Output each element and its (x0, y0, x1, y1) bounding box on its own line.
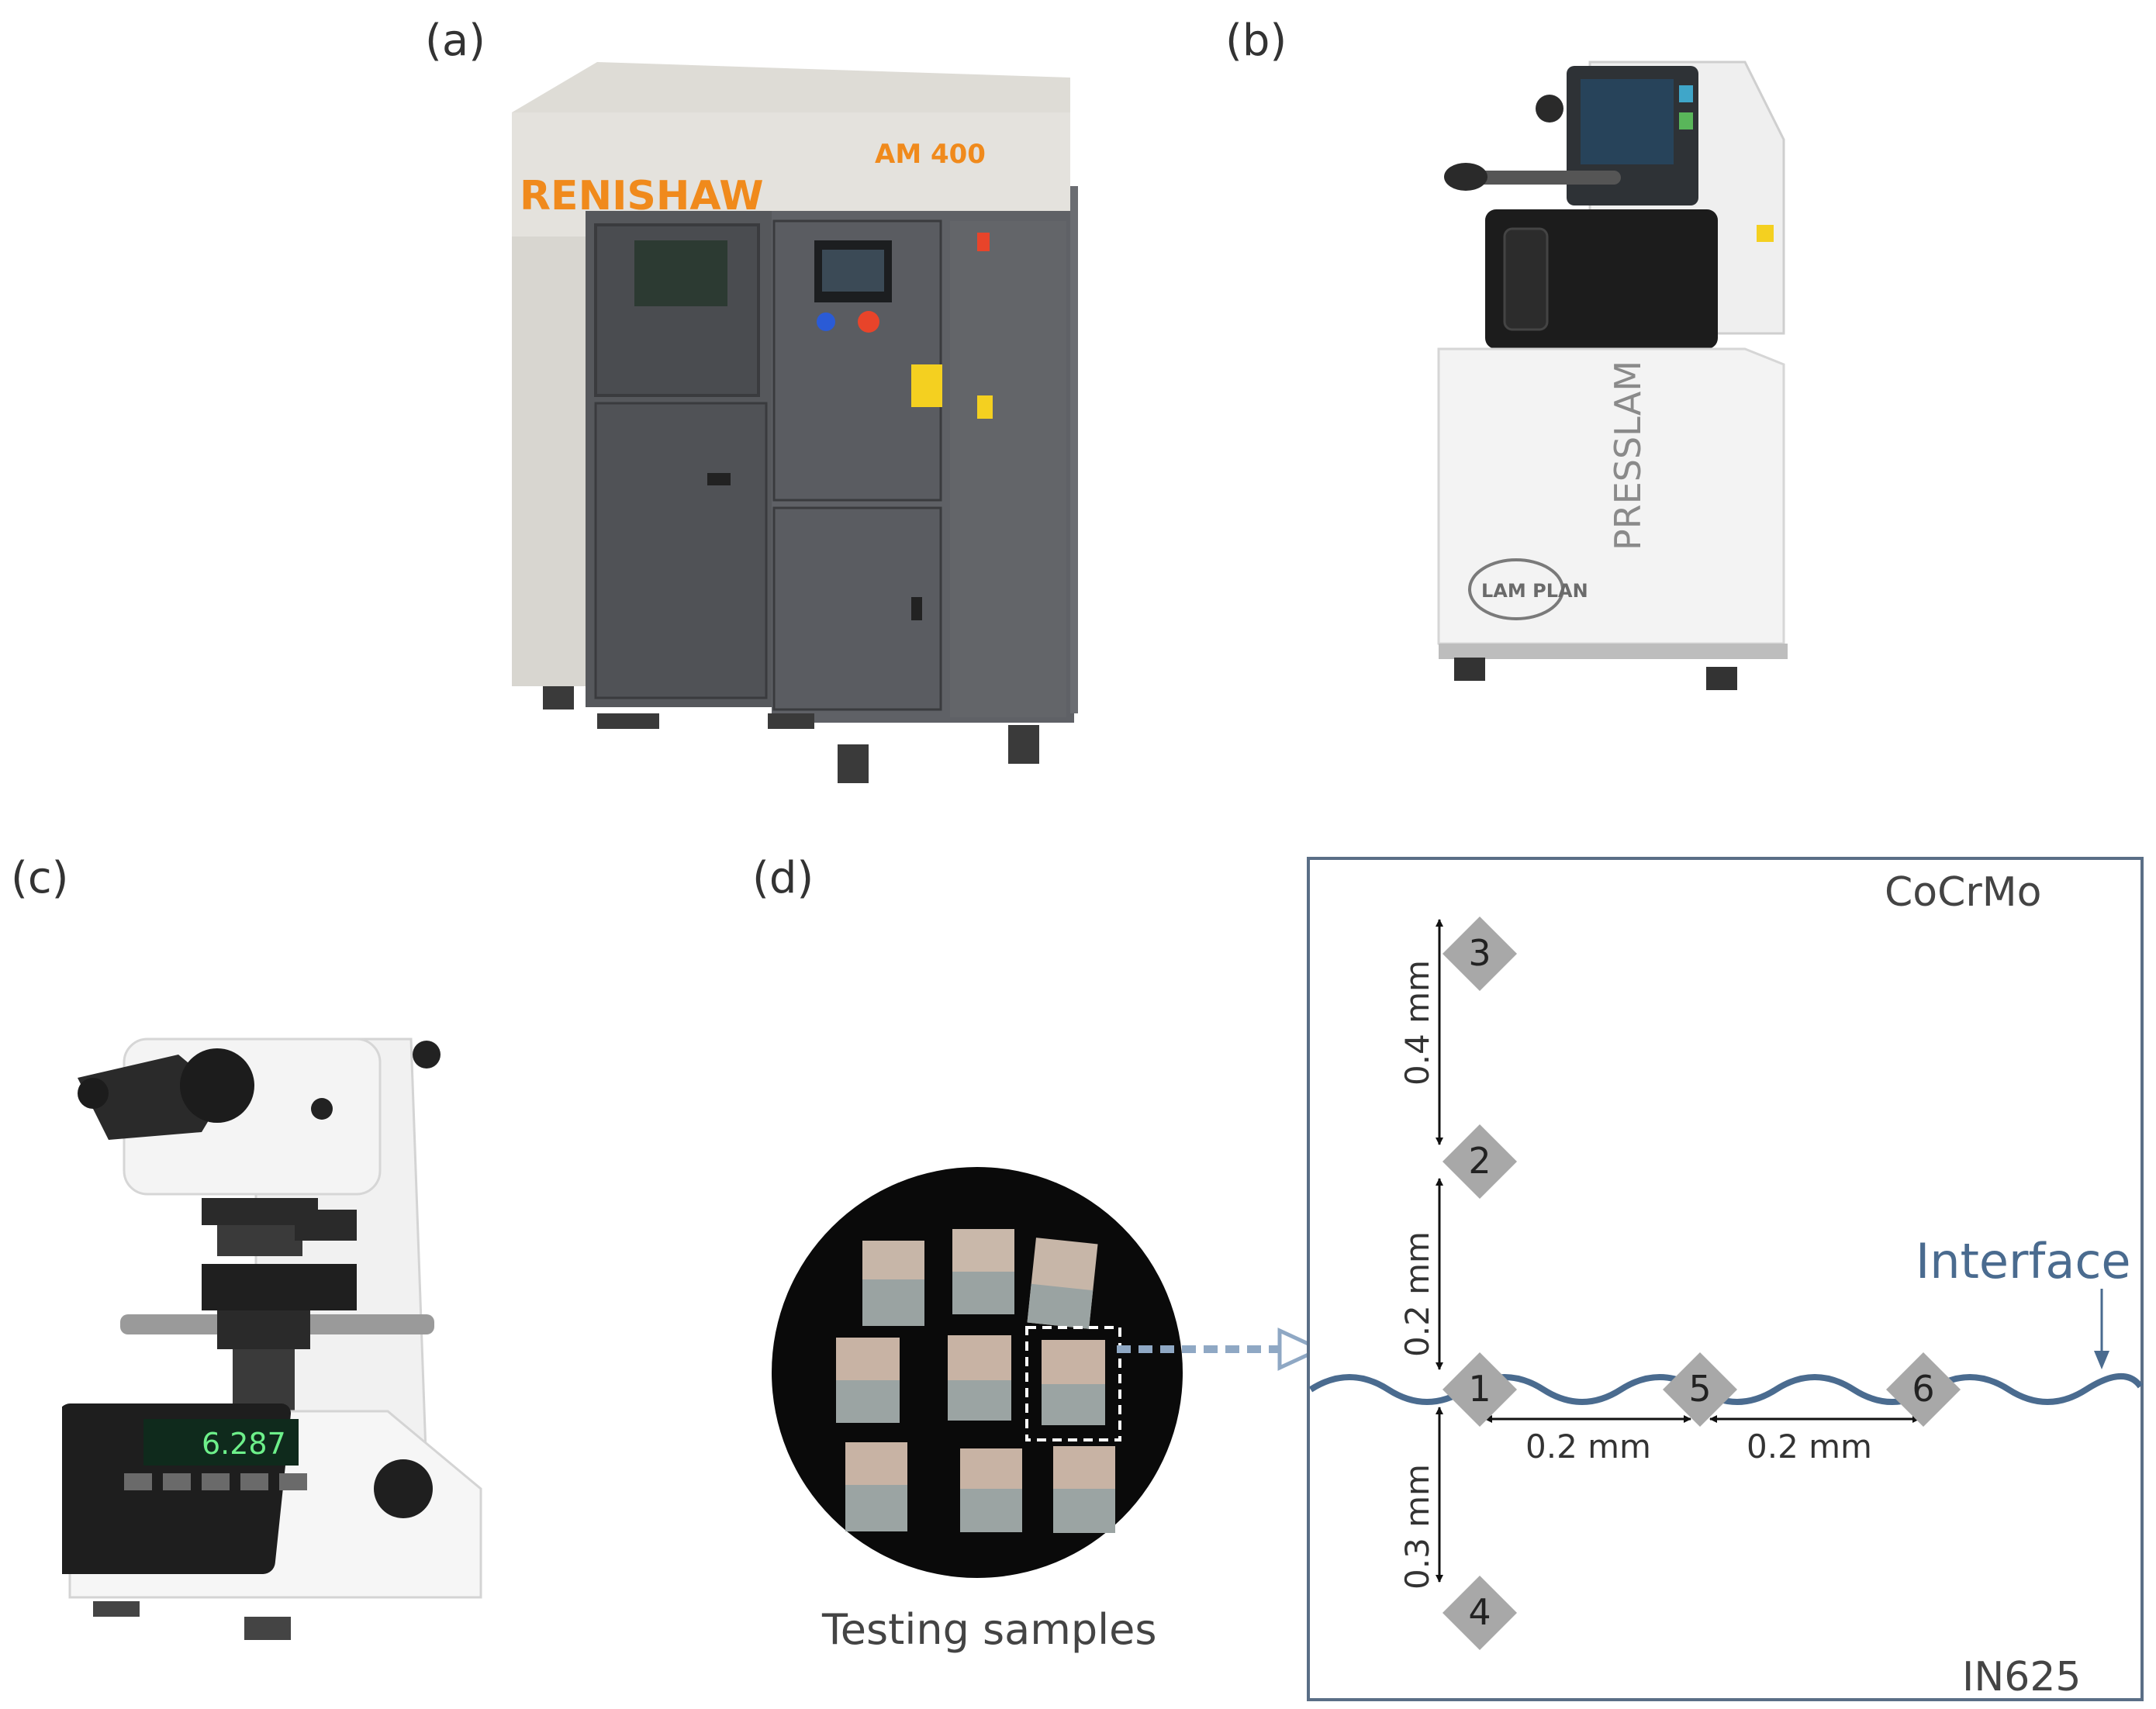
testing-samples-disc (772, 1167, 1183, 1578)
dim-label-1-2: 0.2 mm (1398, 1231, 1436, 1357)
indent-marker-3: 3 (1443, 917, 1517, 991)
panel-label-c: (c) (11, 853, 69, 903)
am400-model-text: AM 400 (875, 139, 986, 170)
testing-samples-caption: Testing samples (822, 1605, 1157, 1654)
svg-text:2: 2 (1468, 1140, 1491, 1182)
dim-label-1-4: 0.3 mm (1398, 1464, 1436, 1590)
sample-grid (836, 1229, 1121, 1533)
dim-label-2-3: 0.4 mm (1398, 960, 1436, 1086)
microhardness-tester: 6.287 (62, 1037, 482, 1640)
indent-marker-5: 5 (1663, 1352, 1737, 1427)
indentation-schematic: CoCrMo IN625 Interface 0.4 mm 0.2 mm 0.3… (1307, 857, 2144, 1701)
svg-text:1: 1 (1468, 1368, 1491, 1410)
indent-marker-6: 6 (1886, 1352, 1961, 1427)
interface-label: Interface (1916, 1233, 2131, 1290)
tester-display-value: 6.287 (202, 1427, 286, 1461)
presslam-mounting-press: PRESSLAM LAM PLAN (1437, 60, 1788, 690)
renishaw-logo-text: RENISHAW (520, 173, 764, 219)
zoom-arrow (1117, 1327, 1325, 1371)
panel-label-a: (a) (425, 16, 486, 66)
svg-text:3: 3 (1468, 932, 1491, 974)
panel-label-d: (d) (752, 853, 814, 903)
lamplan-logo-text: LAM PLAN (1481, 580, 1588, 602)
svg-text:6: 6 (1912, 1368, 1934, 1410)
selected-sample-box (1025, 1326, 1121, 1441)
dim-label-1-5: 0.2 mm (1525, 1428, 1651, 1466)
svg-text:4: 4 (1468, 1591, 1491, 1633)
renishaw-am400-machine: RENISHAW AM 400 (512, 62, 1078, 783)
panel-label-b: (b) (1225, 16, 1287, 66)
schematic-frame (1307, 857, 2144, 1701)
material-top-label: CoCrMo (1885, 869, 2042, 916)
indent-marker-2: 2 (1443, 1124, 1517, 1199)
material-bottom-label: IN625 (1962, 1654, 2082, 1700)
indent-marker-4: 4 (1443, 1576, 1517, 1650)
indent-marker-1: 1 (1443, 1352, 1517, 1427)
svg-text:5: 5 (1688, 1368, 1711, 1410)
presslam-brand-text: PRESSLAM (1607, 361, 1649, 551)
dim-label-5-6: 0.2 mm (1747, 1428, 1872, 1466)
